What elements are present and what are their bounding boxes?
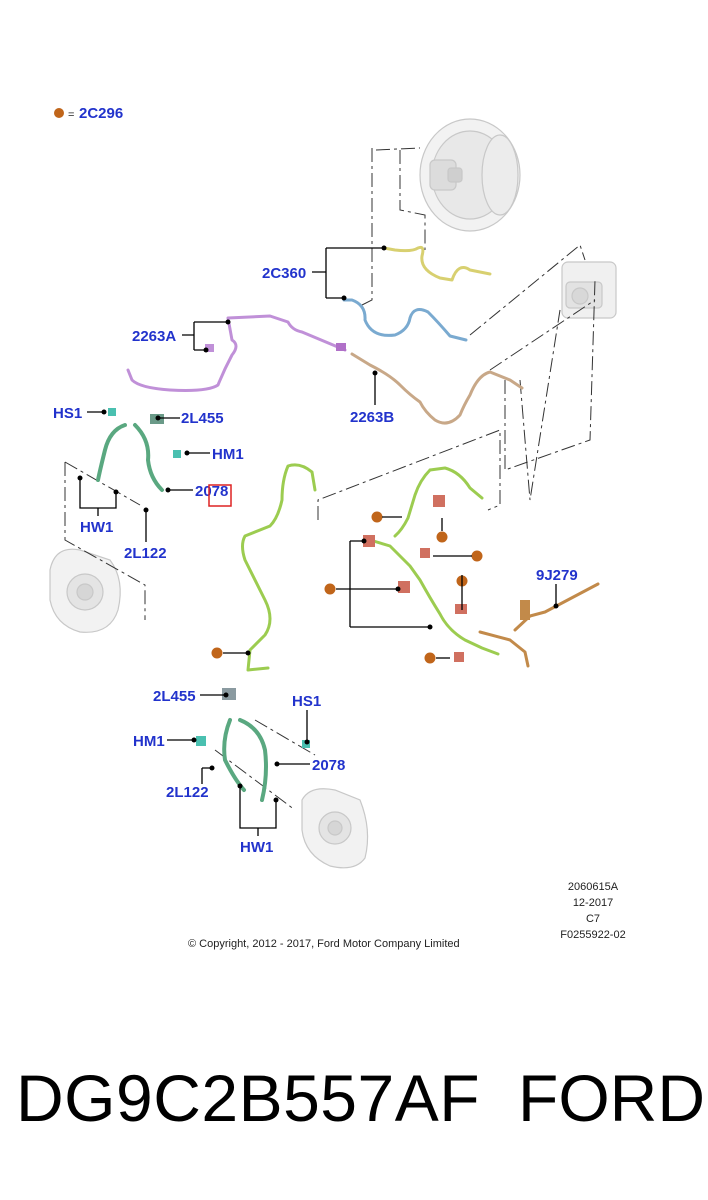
fitting-f: [454, 652, 464, 662]
hm1-clip-top: [173, 450, 181, 458]
label-2l455-bottom: 2L455: [153, 688, 196, 705]
ref-line-1: 2060615A: [568, 881, 619, 893]
ref-line-4: F0255922-02: [560, 929, 625, 941]
label-hw1-bottom: HW1: [240, 839, 273, 856]
callout-labels: 2C360 2263A 2263B HS1 2L455 HM1 2078 HW1…: [53, 265, 578, 856]
pipe-green-right: [368, 466, 500, 656]
pipe-purple: [126, 314, 347, 392]
fitting-c: [420, 548, 430, 558]
brand-name: FORD: [518, 1061, 705, 1135]
pipe-tan: [350, 352, 524, 425]
front-caliper: [49, 548, 121, 633]
pipe-brown: [478, 582, 600, 668]
label-2078-top: 2078: [195, 483, 228, 500]
phantom-lines: [64, 147, 596, 811]
hs1-clip-top: [108, 408, 116, 416]
rear-caliper: [301, 788, 369, 869]
label-2c360: 2C360: [262, 265, 306, 282]
ref-line-3: C7: [586, 913, 600, 925]
label-2263b: 2263B: [350, 409, 394, 426]
hose-rear: [222, 718, 268, 802]
legend: = 2C296: [54, 105, 123, 122]
clip-4: [324, 583, 336, 595]
fitting-module: [520, 600, 530, 620]
brake-lines-diagram: = 2C296: [49, 105, 626, 950]
label-2078-bottom: 2078: [312, 757, 345, 774]
label-2l455-top: 2L455: [181, 410, 224, 427]
clip-3: [471, 550, 483, 562]
label-2263a: 2263A: [132, 328, 176, 345]
clip-2: [436, 531, 448, 543]
clip-1: [371, 511, 383, 523]
label-2l122-bottom: 2L122: [166, 784, 209, 801]
label-hw1-top: HW1: [80, 519, 113, 536]
label-2l122-top: 2L122: [124, 545, 167, 562]
legend-code: 2C296: [79, 105, 123, 122]
pipe-blue: [342, 298, 468, 342]
label-9j279: 9J279: [536, 567, 578, 584]
pipes: [126, 245, 600, 672]
label-hs1-top: HS1: [53, 405, 82, 422]
legend-equals: =: [68, 109, 74, 121]
clips: [211, 511, 483, 664]
clip-7: [424, 652, 436, 664]
fitting-a: [363, 535, 375, 547]
copyright-notice: © Copyright, 2012 - 2017, Ford Motor Com…: [188, 938, 460, 950]
label-hm1-bottom: HM1: [133, 733, 165, 750]
fitting-b: [433, 495, 445, 507]
hm1-clip-bottom: [196, 736, 206, 746]
abs-module: [561, 261, 617, 319]
brake-booster: [419, 118, 521, 232]
reference-block: 2060615A 12-2017 C7 F0255922-02: [560, 881, 625, 941]
fitting-d: [398, 581, 410, 593]
leader-lines: [77, 245, 559, 836]
part-number: DG9C2B557AF: [16, 1061, 481, 1135]
clip-6: [211, 647, 223, 659]
pipe-yellow: [382, 245, 492, 282]
highlight-box: [208, 484, 232, 507]
label-hm1-top: HM1: [212, 446, 244, 463]
fitting-purple-end: [336, 343, 346, 351]
pipe-green-front: [241, 463, 317, 672]
fitting-e: [455, 604, 467, 614]
hoses: [96, 423, 268, 802]
ref-line-2: 12-2017: [573, 897, 613, 909]
label-hs1-bottom: HS1: [292, 693, 321, 710]
fitting-2263a: [205, 344, 214, 352]
clip-symbol: [54, 108, 64, 118]
hose-front: [96, 423, 164, 492]
